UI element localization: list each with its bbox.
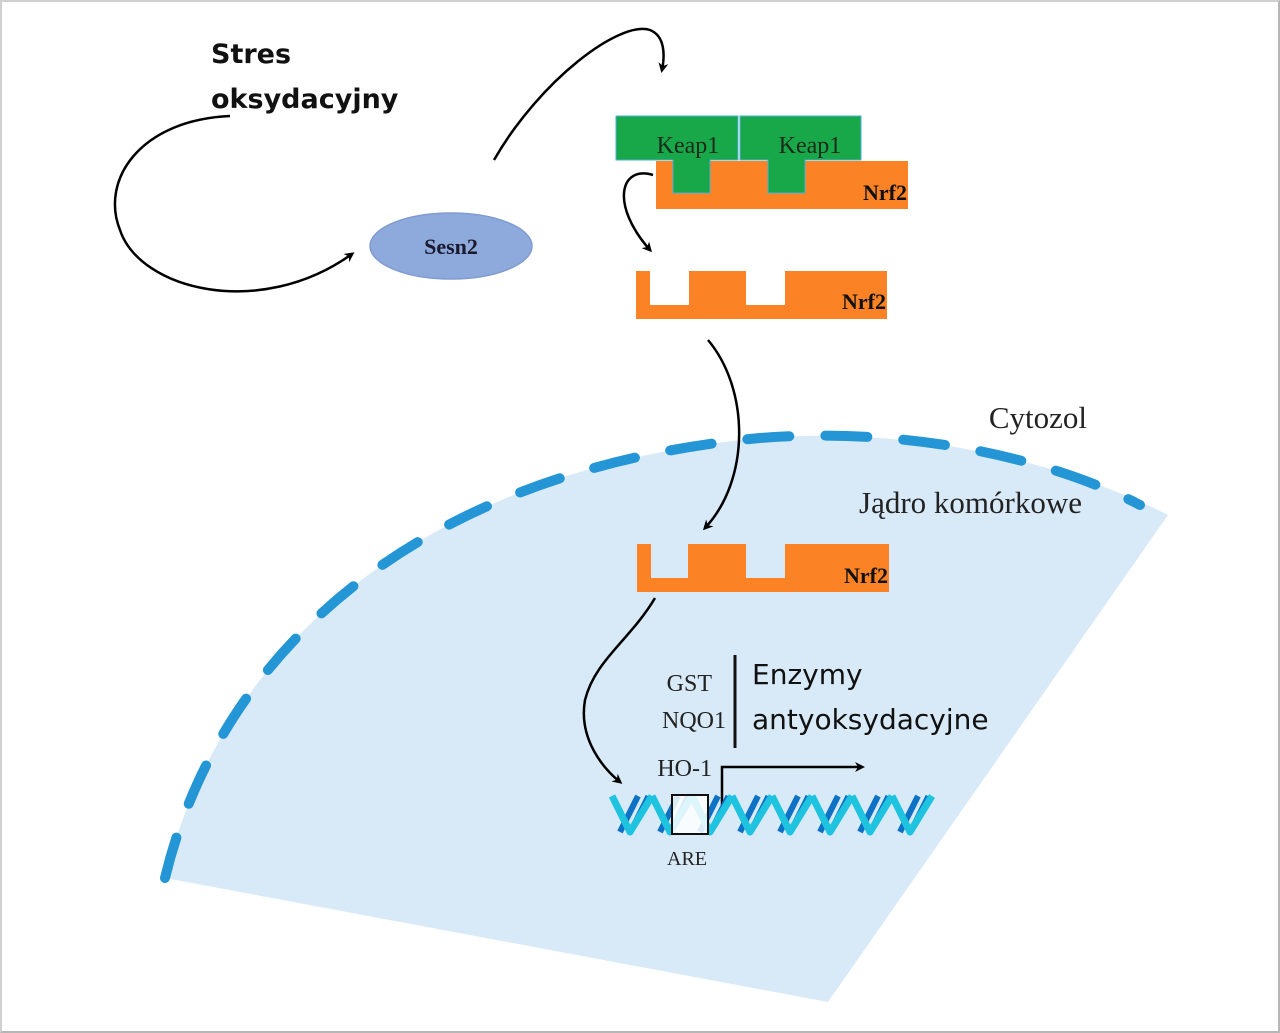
nrf2-nucleus bbox=[637, 544, 889, 592]
arrow-stress-to-sesn2 bbox=[113, 114, 355, 293]
dna-strand-dark bbox=[857, 794, 881, 834]
arrow-nrf2-to-are bbox=[582, 597, 657, 784]
dna-strand-light bbox=[608, 794, 655, 836]
dna-strand-dark bbox=[817, 794, 841, 834]
dna-strand-light bbox=[888, 794, 935, 836]
nucleus-label: Jądro komórkowe bbox=[859, 485, 1082, 520]
are-label: ARE bbox=[667, 848, 707, 870]
nrf2-bound-label: Nrf2 bbox=[863, 180, 907, 205]
nrf2-nucleus-label: Nrf2 bbox=[844, 563, 888, 588]
enzymes-label-line2: antyoksydacyjne bbox=[752, 703, 989, 736]
nrf2-free bbox=[636, 271, 887, 319]
sesn2-label: Sesn2 bbox=[424, 234, 478, 259]
dna-strand-light bbox=[808, 794, 855, 836]
gene-gst: GST bbox=[667, 671, 713, 697]
cytozol-label: Cytozol bbox=[989, 400, 1087, 435]
keap1-b-label: Keap1 bbox=[779, 133, 842, 159]
dna-helix bbox=[608, 794, 935, 836]
dna-strand-dark bbox=[777, 794, 801, 834]
arrow-nrf2-translocation bbox=[702, 339, 741, 531]
stress-label-line2: oksydacyjny bbox=[211, 84, 399, 115]
sesn2-protein bbox=[369, 212, 533, 280]
nrf2-free-label: Nrf2 bbox=[842, 289, 886, 314]
keap1-a bbox=[615, 115, 739, 194]
nucleus-region bbox=[165, 435, 1168, 1002]
keap1-a-label: Keap1 bbox=[657, 133, 720, 159]
dna-strand-light bbox=[768, 794, 815, 836]
are-box bbox=[671, 794, 709, 835]
arrow-keap1-release bbox=[622, 172, 654, 253]
transcription-arrow bbox=[720, 762, 865, 805]
enzymes-label-line1: Enzymy bbox=[752, 658, 863, 691]
dna-strand-dark bbox=[737, 794, 761, 834]
dna-strand-light bbox=[728, 794, 775, 836]
keap1-b bbox=[739, 115, 862, 194]
nuclear-membrane bbox=[160, 430, 1145, 883]
dna-strand-dark bbox=[897, 794, 921, 834]
arrow-sesn2-to-keap1 bbox=[492, 27, 669, 161]
gene-nqo1: NQO1 bbox=[662, 708, 726, 734]
dna-strand-light bbox=[848, 794, 895, 836]
dna-strand-dark bbox=[617, 794, 641, 834]
gene-ho1: HO-1 bbox=[657, 756, 712, 782]
stress-label-line1: Stres bbox=[211, 39, 291, 70]
